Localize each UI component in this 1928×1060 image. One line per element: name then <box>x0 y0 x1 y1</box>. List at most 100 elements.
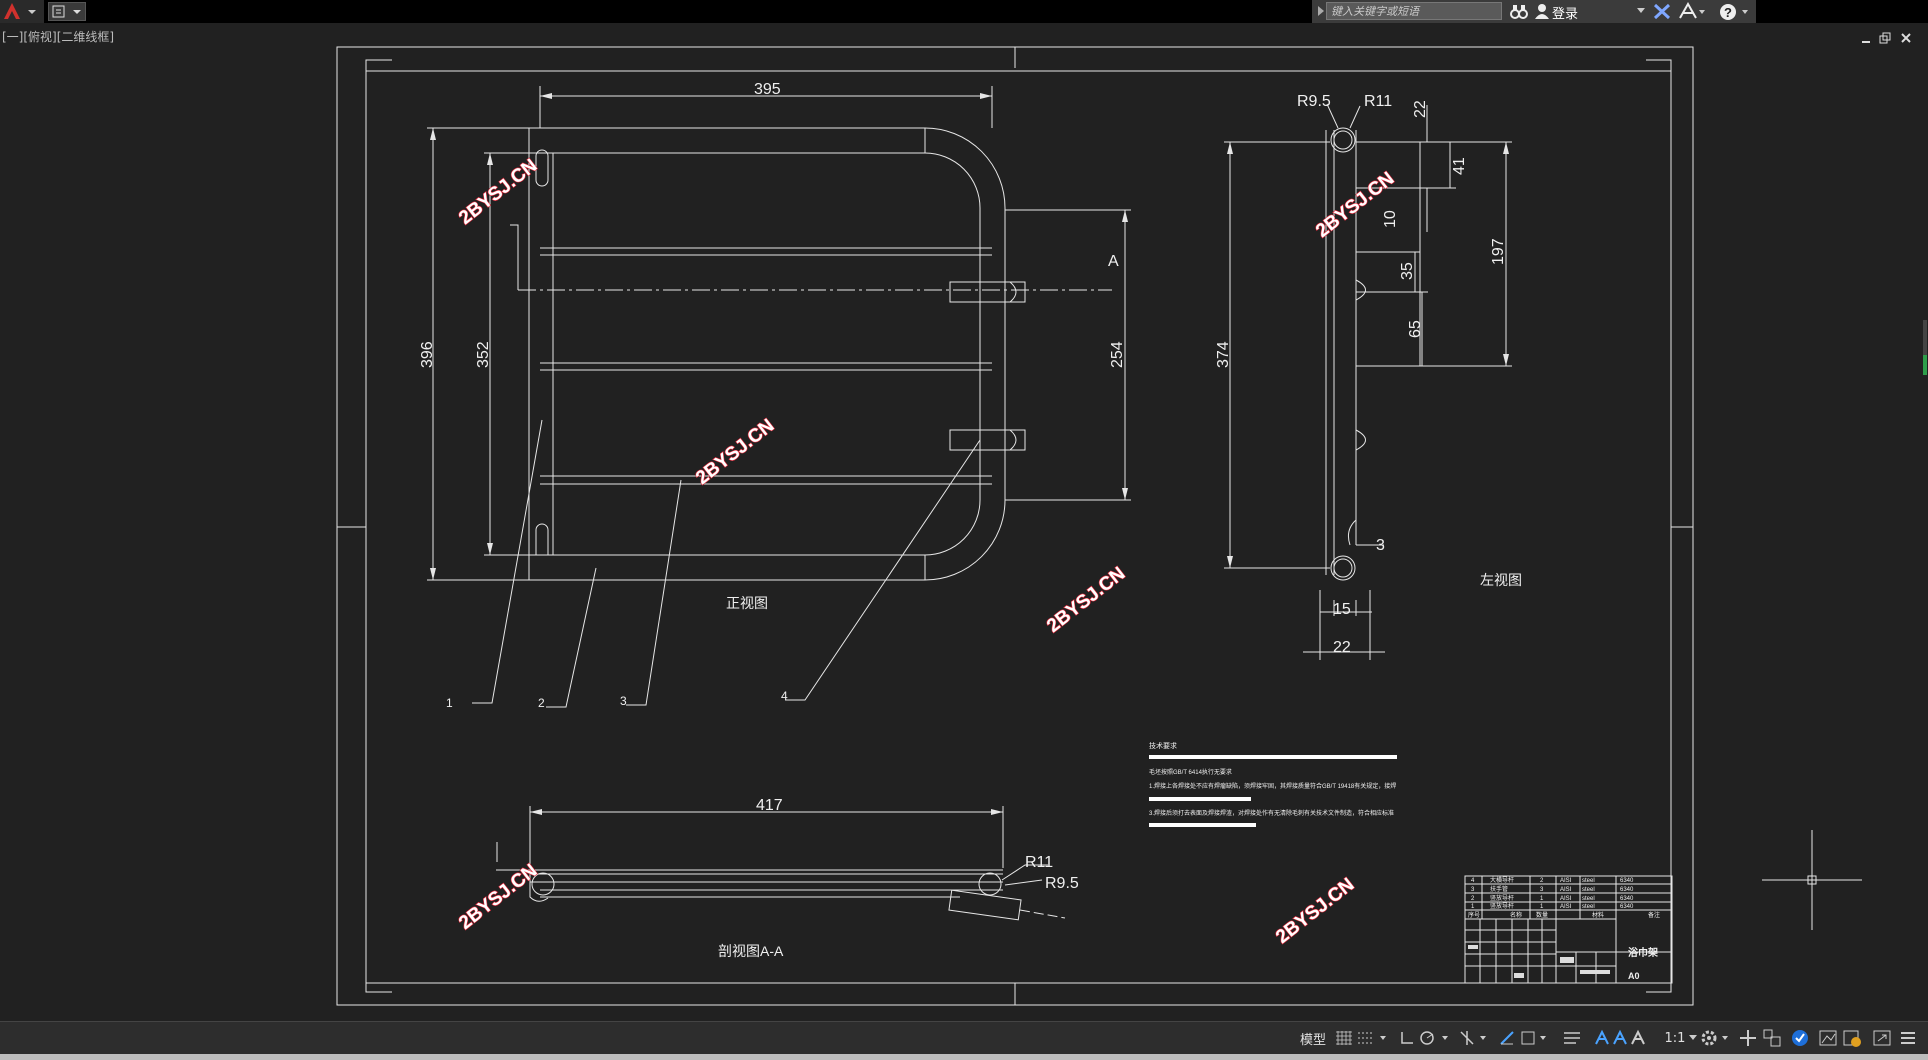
dim-r11-section: R11 <box>1025 854 1053 871</box>
bom-cell: 3 <box>1471 887 1475 893</box>
dim-374: 374 <box>1215 341 1232 368</box>
bom-cell: steel <box>1582 887 1595 893</box>
scroll-marker[interactable] <box>1921 320 1928 380</box>
user-icon[interactable] <box>1534 3 1550 20</box>
fullscreen-icon[interactable] <box>1872 1028 1894 1048</box>
plus-icon[interactable] <box>1738 1028 1758 1048</box>
dim-396: 396 <box>419 341 436 368</box>
expand-arrow-icon[interactable] <box>1316 5 1326 17</box>
tech-req-line-2: 3.焊接后须打去表面及焊接焊渣，对焊接处作有无清除毛刺有关技术文件制造，符合相应… <box>1149 809 1394 817</box>
front-view-label: 正视图 <box>726 595 768 611</box>
dim-41: 41 <box>1451 157 1468 175</box>
dim-395: 395 <box>754 81 781 98</box>
dim-15: 15 <box>1333 601 1351 618</box>
autocad-logo-icon <box>4 3 36 19</box>
bom-cell: 1 <box>1540 896 1544 902</box>
bom-header-cell: 备注 <box>1648 911 1660 919</box>
bom-cell: AISI <box>1560 904 1572 910</box>
dim-22-bottom: 22 <box>1333 639 1351 656</box>
ortho-icon[interactable] <box>1398 1029 1416 1047</box>
bom-cell: 1 <box>1540 904 1544 910</box>
title-block-code: A0 <box>1628 971 1640 981</box>
login-dropdown-icon[interactable] <box>1636 7 1646 15</box>
object-snap-icon[interactable] <box>1498 1029 1558 1047</box>
dim-197: 197 <box>1490 238 1507 265</box>
watermark: 2BYSJ.CN <box>1312 168 1398 242</box>
quick-properties-icon[interactable] <box>1818 1028 1840 1048</box>
svg-text:?: ? <box>1724 5 1732 20</box>
bom-cell: steel <box>1582 904 1595 910</box>
bom-cell: 1 <box>1471 904 1475 910</box>
annotation-scale-icons[interactable] <box>1592 1028 1652 1048</box>
bom-header-cell: 数量 <box>1536 911 1548 919</box>
bom-header-cell: 材料 <box>1592 911 1604 919</box>
bom-header-cell: 序号 <box>1468 911 1480 919</box>
section-mark-a: A <box>1108 253 1119 270</box>
hardware-acceleration-icon[interactable] <box>1790 1028 1810 1048</box>
dim-22-top: 22 <box>1412 100 1429 118</box>
title-bar: 登录 ? <box>0 0 1928 23</box>
snap-mode-icon[interactable] <box>1356 1030 1390 1046</box>
watermark: 2BYSJ.CN <box>455 155 541 229</box>
watermark: 2BYSJ.CN <box>1043 563 1129 637</box>
leader-3: 3 <box>620 694 627 708</box>
isodraft-icon[interactable] <box>1458 1029 1494 1047</box>
section-view-label: 剖视图A-A <box>718 943 784 959</box>
workspace-gear-icon[interactable] <box>1700 1028 1734 1048</box>
binoculars-icon[interactable] <box>1510 3 1528 20</box>
bom-cell: 扶手管 <box>1490 885 1508 893</box>
bom-cell: 竖放导杆 <box>1490 902 1514 910</box>
annotation-scale-value[interactable]: 1:1 <box>1664 1030 1686 1046</box>
bom-cell: 6340 <box>1620 904 1634 910</box>
viewport-controls-label[interactable]: [一][俯视][二维线框] <box>2 30 115 44</box>
model-tab[interactable]: 模型 <box>1299 1032 1326 1048</box>
dim-254: 254 <box>1109 341 1126 368</box>
bom-header-cell: 名称 <box>1510 911 1522 919</box>
bom-cell: AISI <box>1560 878 1572 884</box>
bom-cell: 4 <box>1471 878 1475 884</box>
watermark: 2BYSJ.CN <box>455 860 541 934</box>
dim-352: 352 <box>475 341 492 368</box>
watermark: 2BYSJ.CN <box>692 415 778 489</box>
application-menu-button[interactable] <box>0 0 44 23</box>
search-input[interactable] <box>1326 2 1502 20</box>
close-icon[interactable] <box>1901 33 1911 43</box>
bom-cell: 6340 <box>1620 896 1634 902</box>
dim-417: 417 <box>756 797 783 814</box>
tech-req-line-0: 毛坯按照GB/T 6414执行无要求 <box>1149 768 1232 776</box>
dim-r9-5-left: R9.5 <box>1297 93 1331 110</box>
polar-tracking-icon[interactable] <box>1418 1029 1454 1047</box>
leader-4: 4 <box>781 689 788 703</box>
bom-cell: 6340 <box>1620 887 1634 893</box>
dim-10: 10 <box>1382 210 1399 228</box>
dim-65: 65 <box>1407 320 1424 338</box>
taskbar-strip <box>0 1054 1928 1060</box>
lineweight-icon[interactable] <box>1562 1029 1582 1047</box>
dim-r11-left: R11 <box>1364 93 1392 110</box>
customization-menu-icon[interactable] <box>1898 1028 1920 1048</box>
grid-icon[interactable] <box>1334 1030 1354 1046</box>
status-bar: 模型 1:1 <box>0 1021 1928 1055</box>
bom-cell: steel <box>1582 878 1595 884</box>
help-icon[interactable]: ? <box>1718 2 1752 21</box>
exchange-apps-icon[interactable] <box>1652 2 1672 21</box>
quick-access-icon <box>52 5 81 18</box>
bom-cell: steel <box>1582 896 1595 902</box>
watermark: 2BYSJ.CN <box>1272 874 1358 948</box>
left-view-label: 左视图 <box>1480 572 1522 588</box>
login-label[interactable]: 登录 <box>1552 7 1579 22</box>
tech-req-title: 技术要求 <box>1149 741 1177 750</box>
quick-access-toolbar[interactable] <box>48 2 86 21</box>
bom-cell: 竖放导杆 <box>1490 894 1514 902</box>
leader-1: 1 <box>446 696 453 710</box>
restore-icon[interactable] <box>1879 32 1891 44</box>
isolate-objects-icon[interactable] <box>1762 1028 1782 1048</box>
bom-cell: AISI <box>1560 887 1572 893</box>
title-block-name: 浴巾架 <box>1628 946 1658 959</box>
clean-screen-toggle-icon[interactable] <box>1842 1028 1864 1048</box>
bom-cell: 大横导杆 <box>1490 876 1514 884</box>
scale-dropdown-icon[interactable] <box>1688 1034 1698 1042</box>
autodesk-a360-icon[interactable] <box>1678 2 1706 21</box>
tech-req-line-1: 1.焊接上各焊接处不应有焊瘤缺陷，须焊接牢固，其焊接质量符合GB/T 19418… <box>1149 782 1396 790</box>
